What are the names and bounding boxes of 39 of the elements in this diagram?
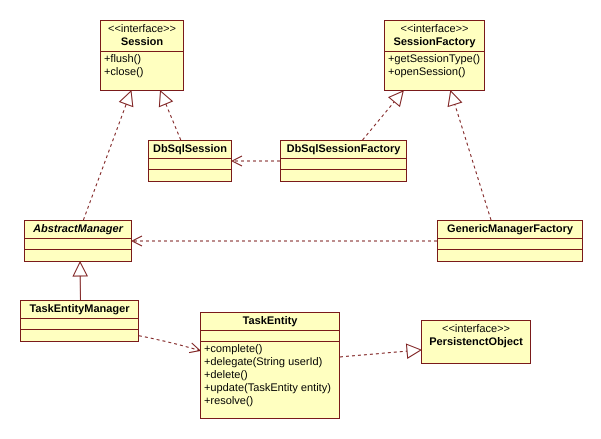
inheritance-arrow <box>82 90 134 220</box>
operation-label: +delete() <box>204 369 248 382</box>
class-box <box>200 312 340 419</box>
class-box <box>100 20 184 91</box>
operation-label: +flush() <box>104 53 141 66</box>
class-name: GenericManagerFactory <box>447 223 573 236</box>
operation-label: +openSession() <box>388 66 466 79</box>
dependency-arrow <box>232 156 280 166</box>
class-name: TaskEntity <box>242 315 298 328</box>
inheritance-arrow <box>448 90 492 220</box>
stereotype-label: <<interface>> <box>442 323 510 336</box>
class-name: PersistenctObject <box>429 336 523 349</box>
operation-label: +delegate(String userId) <box>204 356 322 369</box>
operation-label: +update(TaskEntity entity) <box>204 382 331 395</box>
class-name: DbSqlSession <box>153 143 227 156</box>
operation-label: +getSessionType() <box>388 53 480 66</box>
class-name: Session <box>120 36 164 49</box>
operation-label: +resolve() <box>204 395 254 408</box>
inheritance-arrow <box>158 90 182 140</box>
class-box <box>20 300 139 342</box>
class-name: TaskEntityManager <box>29 303 130 316</box>
class-box <box>384 20 485 91</box>
inheritance-arrow <box>72 262 88 300</box>
class-box <box>280 140 407 182</box>
inheritance-arrow <box>362 90 404 140</box>
class-box <box>437 220 583 262</box>
dependency-arrow <box>132 236 438 246</box>
operation-label: +close() <box>104 66 144 79</box>
inheritance-arrow <box>340 344 422 359</box>
operation-label: +complete() <box>204 343 262 356</box>
stereotype-label: <<interface>> <box>400 23 468 36</box>
class-box <box>148 140 232 182</box>
class-name: SessionFactory <box>394 36 476 49</box>
class-box <box>24 220 132 262</box>
class-box <box>421 320 531 364</box>
dependency-arrow <box>138 335 200 354</box>
stereotype-label: <<interface>> <box>108 23 176 36</box>
class-name: AbstractManager <box>33 223 123 236</box>
class-name: DbSqlSessionFactory <box>286 143 400 156</box>
